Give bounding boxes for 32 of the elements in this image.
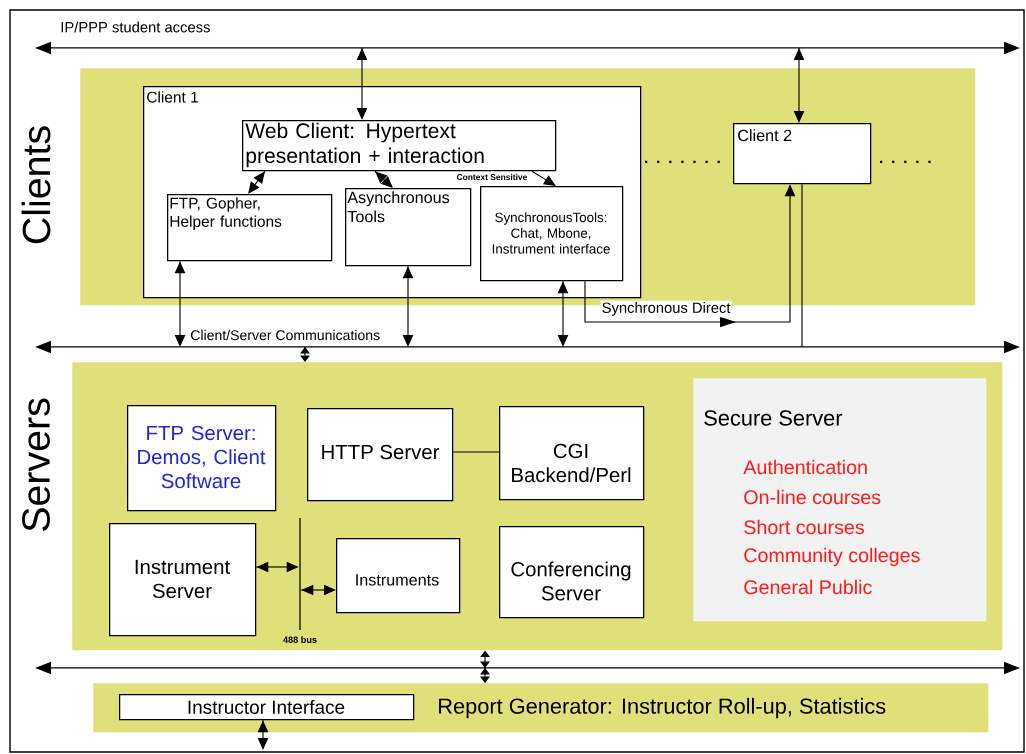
server-box: Conferencing Server [499,526,645,619]
arrow [480,667,490,683]
arrow [557,280,569,347]
bus-label: IP/PPP student access [61,21,210,33]
server-box: Instrument Server [109,523,257,637]
arrow [248,170,266,194]
device-box: Instruments [336,538,461,614]
process-box: SynchronousTools: Chat, Mbone, Instrument interface [480,186,624,282]
arrow [374,170,393,188]
arrow [257,719,269,750]
process-box: FTP, Gopher, Helper functions [167,194,333,262]
arrow [174,260,186,347]
arrow [480,650,490,669]
server-box: HTTP Server [307,408,454,502]
process-box: Web Client: Hypertext presentation + interaction [242,120,557,172]
node-label: Servers [22,398,50,532]
server-box: FTP Server: Demos, Client Software [127,405,277,512]
arrow [531,170,556,186]
arrow [300,346,310,362]
arrow [300,584,336,596]
arrow [402,265,414,347]
bus-label: Client/Server Communications [191,329,380,341]
arrow [356,47,368,120]
server-box: CGI Backend/Perl [499,406,645,501]
edge-label: Context Sensitive [455,172,529,182]
server-panel: Secure Server Authentication On-line courses Short courses Community colleges General Public [693,378,987,622]
bus-label: 488 bus [283,636,317,643]
node-label: Clients [21,126,51,244]
interface-box: Instructor Interface [119,694,415,721]
process-box: Asynchronous Tools [345,188,472,267]
arrow [793,47,805,123]
client-box: Client 2 [733,123,872,185]
